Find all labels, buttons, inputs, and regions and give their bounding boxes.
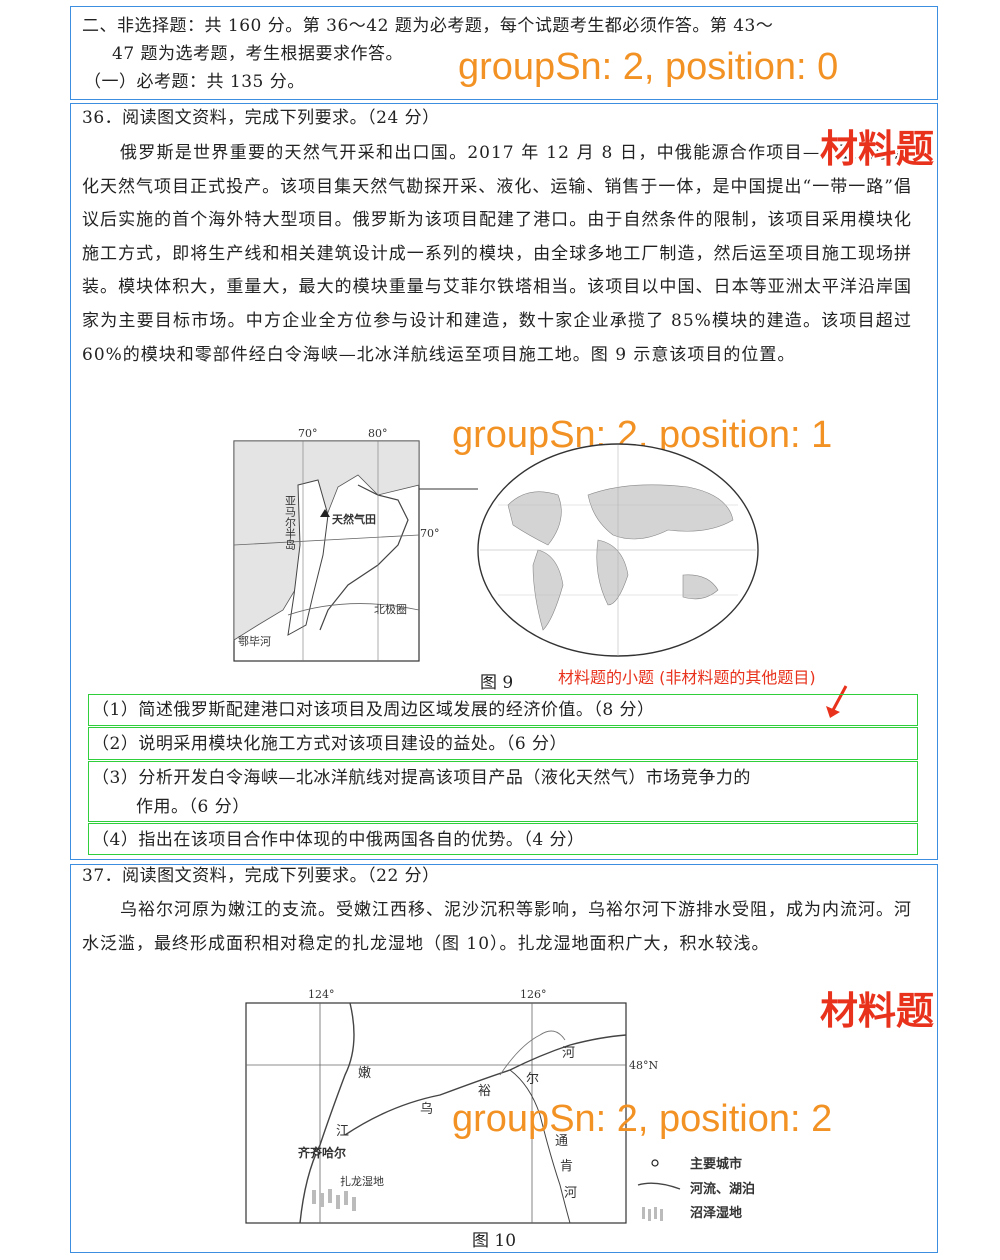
q37-heading: 37．阅读图文资料，完成下列要求。（22 分） xyxy=(82,866,440,886)
annotation-group-2: groupSn: 2, position: 2 xyxy=(452,1098,833,1140)
legend-wetland: 沼泽湿地 xyxy=(690,1205,742,1221)
gasfield-icon xyxy=(320,509,330,517)
subquestion-4: （4）指出在该项目合作中体现的中俄两国各自的优势。（4 分） xyxy=(92,830,585,850)
map10-jiang: 江 xyxy=(336,1124,349,1139)
map10-tong: 通 xyxy=(555,1134,568,1149)
wetland-legend-icon xyxy=(642,1207,663,1221)
subquestion-box-2 xyxy=(88,727,918,760)
subquestion-box-4 xyxy=(88,823,918,855)
map10-he: 河 xyxy=(562,1046,575,1061)
legend-river: 河流、湖泊 xyxy=(690,1181,755,1197)
subquestion-1: （1）简述俄罗斯配建港口对该项目及周边区域发展的经济价值。（8 分） xyxy=(92,700,655,720)
map9-arctic: 北极圈 xyxy=(374,602,407,616)
map10-lon124: 124° xyxy=(308,988,335,1001)
map10-lon126: 126° xyxy=(520,988,547,1001)
map9-peninsula: 亚马尔半岛 xyxy=(284,495,297,551)
subquestion-box-3 xyxy=(88,761,918,822)
arrow-down-icon xyxy=(826,685,848,718)
section-line-3: （一）必考题：共 135 分。 xyxy=(84,72,305,92)
q37-body: 乌裕尔河原为嫩江的支流。受嫩江西移、泥沙沉积等影响，乌裕尔河下游排水受阻，成为内… xyxy=(82,900,912,954)
material-tag-q37: 材料题 xyxy=(820,989,935,1033)
q36-body: 俄罗斯是世界重要的天然气开采和出口国。2017 年 12 月 8 日，中俄能源合… xyxy=(82,143,912,365)
map9-lon70: 70° xyxy=(298,427,318,440)
map10-lat48: 48°N xyxy=(629,1059,658,1072)
subquestion-note: 材料题的小题 (非材料题的其他题目) xyxy=(558,664,816,688)
material-tag-q36: 材料题 xyxy=(820,127,935,171)
group-box-position-2 xyxy=(70,864,938,1253)
group-box-position-0 xyxy=(70,6,938,100)
legend-city: 主要城市 xyxy=(690,1156,742,1172)
figure-9-map: 70° 80° 70° 天然气田 亚马尔半岛 北极圈 鄂毕河 xyxy=(233,427,759,662)
subquestion-box-1 xyxy=(88,694,918,726)
map10-wetland: 扎龙湿地 xyxy=(340,1174,384,1188)
subquestion-2: （2）说明采用模块化施工方式对该项目建设的益处。（6 分） xyxy=(92,734,568,754)
map10-er: 尔 xyxy=(526,1072,539,1087)
map10-ken: 肯 xyxy=(560,1159,573,1174)
q36-heading: 36．阅读图文资料，完成下列要求。（24 分） xyxy=(82,108,440,128)
map10-city: 齐齐哈尔 xyxy=(298,1145,346,1160)
figure-10-caption: 图 10 xyxy=(472,1231,517,1251)
group-box-position-1 xyxy=(70,103,938,860)
figure-9-caption: 图 9 xyxy=(480,673,514,693)
map10-nen: 嫩 xyxy=(358,1066,371,1081)
map9-river: 鄂毕河 xyxy=(238,635,271,648)
city-legend-icon xyxy=(651,1159,659,1167)
river-legend-icon xyxy=(637,1182,681,1190)
wetland-pattern xyxy=(312,1189,356,1211)
annotation-group-0: groupSn: 2, position: 0 xyxy=(458,46,839,88)
subquestion-3-line-2: 作用。（6 分） xyxy=(136,797,250,817)
subquestion-3-line-1: （3）分析开发白令海峡—北冰洋航线对提高该项目产品（液化天然气）市场竞争力的 xyxy=(92,768,751,788)
map10-he2: 河 xyxy=(564,1186,577,1201)
map10-yu: 裕 xyxy=(478,1084,491,1099)
map10-wu: 乌 xyxy=(420,1101,433,1117)
map9-gasfield: 天然气田 xyxy=(332,512,376,526)
section-line-1: 二、非选择题：共 160 分。第 36～42 题为必考题，每个试题考生都必须作答… xyxy=(82,16,774,36)
section-line-2: 47 题为选考题，考生根据要求作答。 xyxy=(112,44,404,64)
map9-lon80: 80° xyxy=(368,427,388,440)
figure-10-map: 124° 126° 48°N 嫩 江 乌 裕 尔 河 齐齐哈尔 扎龙湿地 通 肯… xyxy=(245,988,755,1224)
map9-lat70: 70° xyxy=(420,527,440,540)
